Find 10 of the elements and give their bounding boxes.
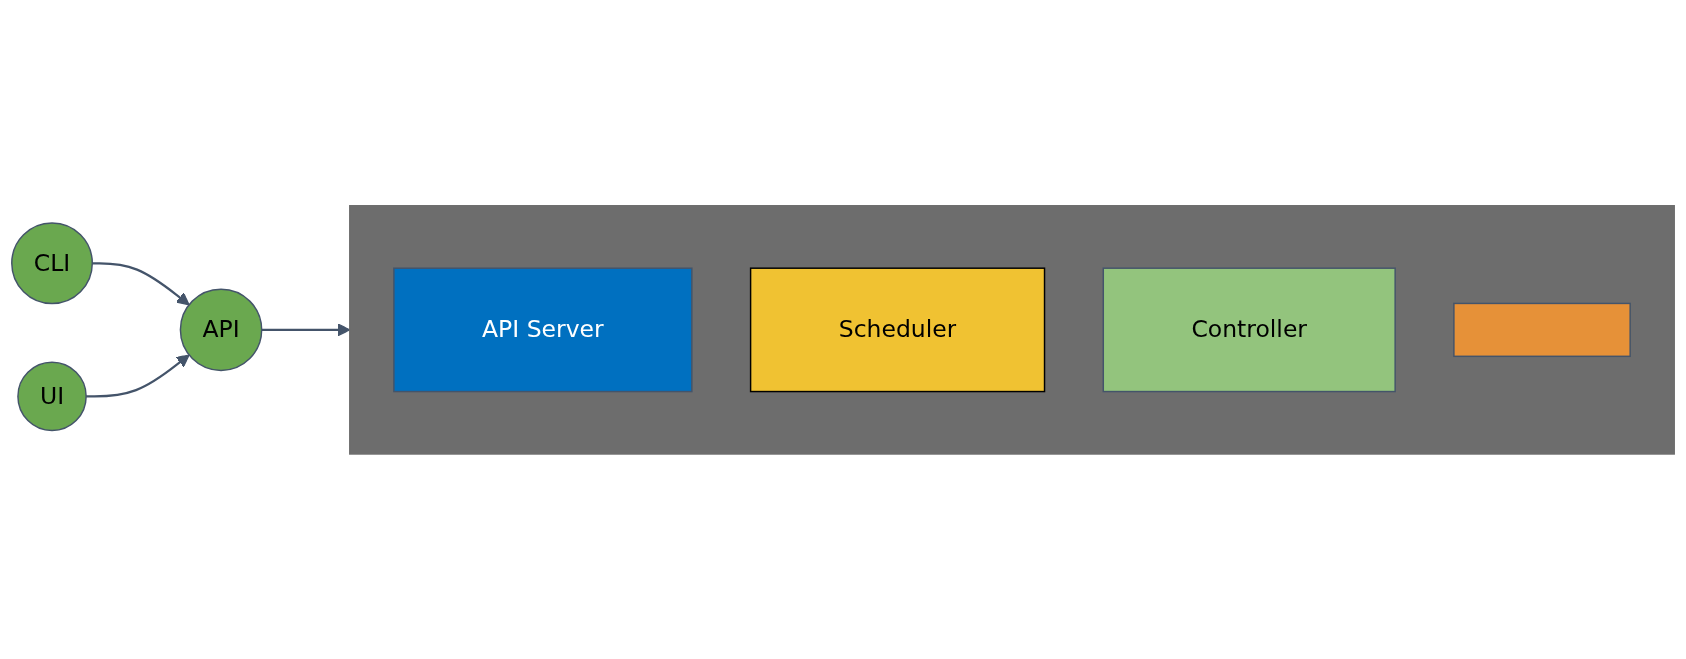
arrow bbox=[92, 261, 190, 305]
node-circle: API bbox=[179, 288, 263, 371]
cluster bbox=[349, 204, 1675, 455]
node-circle: UI bbox=[17, 361, 87, 431]
node-box: Controller bbox=[1102, 267, 1396, 392]
arrow bbox=[86, 354, 190, 398]
node-circle: CLI bbox=[11, 221, 94, 304]
node-box: API Server bbox=[393, 267, 693, 392]
node-bar bbox=[1453, 302, 1631, 357]
node-box: Scheduler bbox=[749, 267, 1046, 392]
